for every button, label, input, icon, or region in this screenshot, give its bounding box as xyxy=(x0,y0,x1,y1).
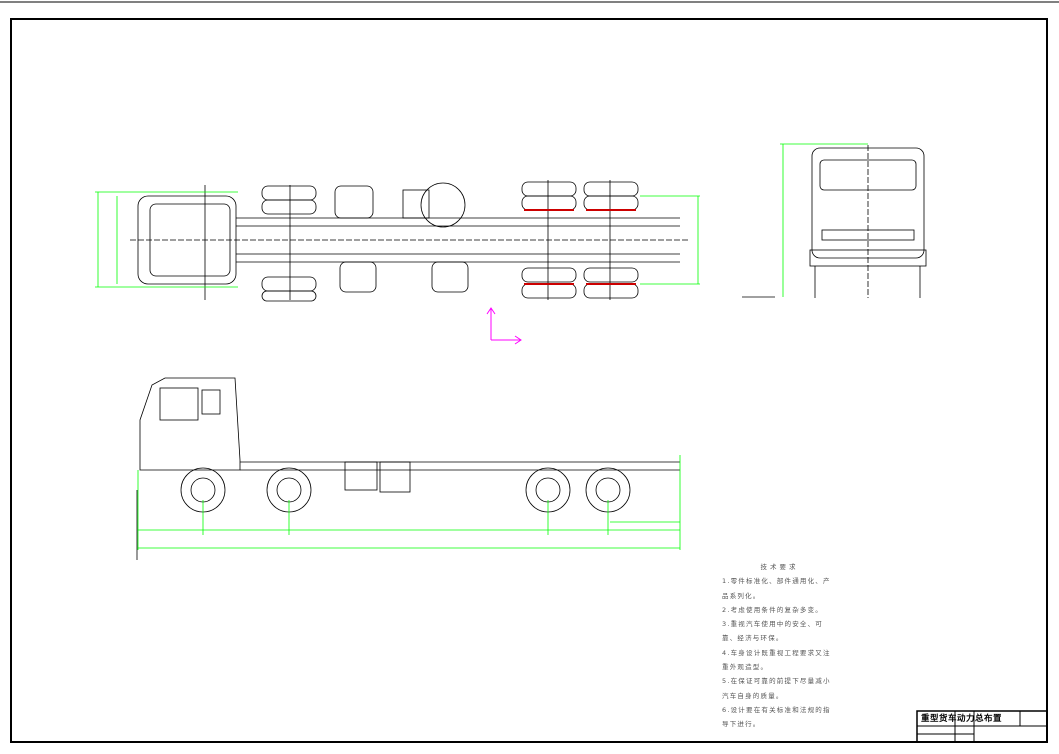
side-view-dimensions xyxy=(137,455,681,550)
top-view-chassis xyxy=(130,180,690,302)
ucs-icon xyxy=(486,307,522,345)
front-view-dimensions xyxy=(780,143,868,297)
notes-heading: 技术要求 xyxy=(760,563,799,571)
note-item: 5.在保证可靠的前提下尽量减小汽车自身的质量。 xyxy=(722,677,831,700)
note-item: 6.设计要在有关标准和法规的指导下进行。 xyxy=(722,705,831,729)
tire-bands xyxy=(524,209,636,285)
drawing-title: 重型货车动力总布置 xyxy=(921,714,1003,724)
note-item: 2.考虑使用条件的复杂多变。 xyxy=(722,605,824,614)
front-view xyxy=(742,145,927,298)
note-item: 3.重视汽车使用中的安全、可靠、经济与环保。 xyxy=(722,620,824,643)
side-view xyxy=(136,377,680,560)
note-item: 1.零件标准化、部件通用化、产品系列化。 xyxy=(722,577,831,600)
technical-requirements: 技术要求 1.零件标准化、部件通用化、产品系列化。 2.考虑使用条件的复杂多变。… xyxy=(722,560,837,732)
drawing-border xyxy=(10,18,1048,743)
note-item: 4.车身设计既重视工程要求又注重外观造型。 xyxy=(722,648,831,672)
title-block xyxy=(916,710,1048,743)
top-view-dimensions xyxy=(95,191,700,288)
